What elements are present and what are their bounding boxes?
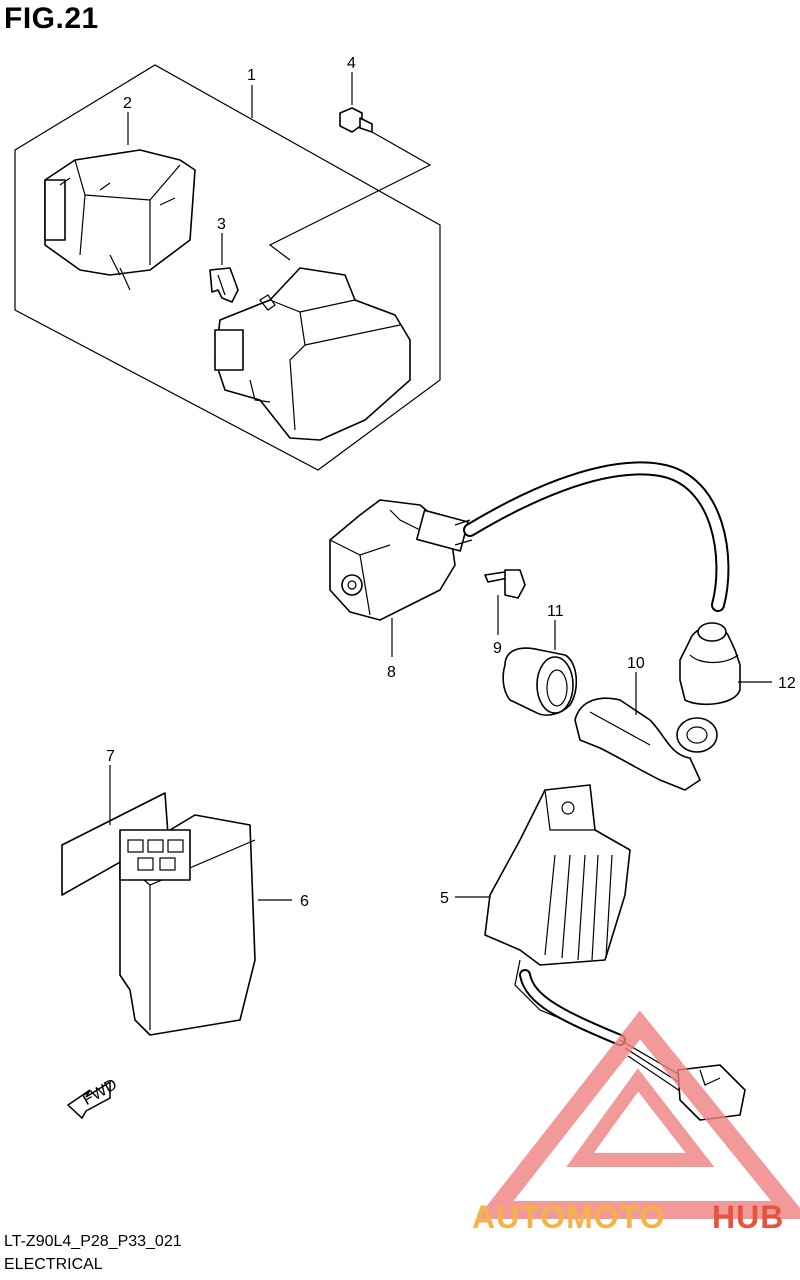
callout-10: 10 <box>627 655 645 672</box>
relay-cover-part <box>44 149 196 291</box>
footer-section: ELECTRICAL <box>4 1256 103 1273</box>
assembly-group-box <box>14 64 441 471</box>
callout-6: 6 <box>300 893 309 910</box>
callout-1: 1 <box>247 67 256 84</box>
footer-code: LT-Z90L4_P28_P33_021 <box>4 1233 182 1250</box>
watermark-logo <box>476 1010 800 1219</box>
callout-9: 9 <box>493 640 502 657</box>
boot-12-part <box>679 622 741 706</box>
callout-11: 11 <box>547 603 564 620</box>
plug-cap-10-part <box>574 697 718 791</box>
ignition-coil-part <box>329 499 473 621</box>
hightension-cable <box>465 463 728 610</box>
regulator-wire <box>521 971 624 1044</box>
callout-7: 7 <box>106 748 115 765</box>
watermark-text-automoto: AUTOMOTO <box>472 1199 665 1235</box>
callout-8: 8 <box>387 664 396 681</box>
grommet-11-part <box>502 647 578 716</box>
callout-5: 5 <box>440 890 449 907</box>
fwd-arrow-icon: FWD <box>66 1076 120 1120</box>
bolt-4-leader <box>268 131 432 261</box>
starter-relay-part <box>214 267 411 441</box>
figure-title: FIG.21 <box>4 2 99 35</box>
callout-3: 3 <box>217 216 226 233</box>
fuse-part <box>209 267 239 303</box>
cdi-unit-part <box>119 814 256 1036</box>
watermark-text-hub: HUB <box>712 1199 784 1235</box>
callout-2: 2 <box>123 95 132 112</box>
callout-12: 12 <box>778 675 796 692</box>
bolt-4-part <box>339 107 373 133</box>
callout-4: 4 <box>347 55 356 72</box>
bolt-9-part <box>484 569 526 599</box>
regulator-rectifier-part <box>484 784 631 1036</box>
